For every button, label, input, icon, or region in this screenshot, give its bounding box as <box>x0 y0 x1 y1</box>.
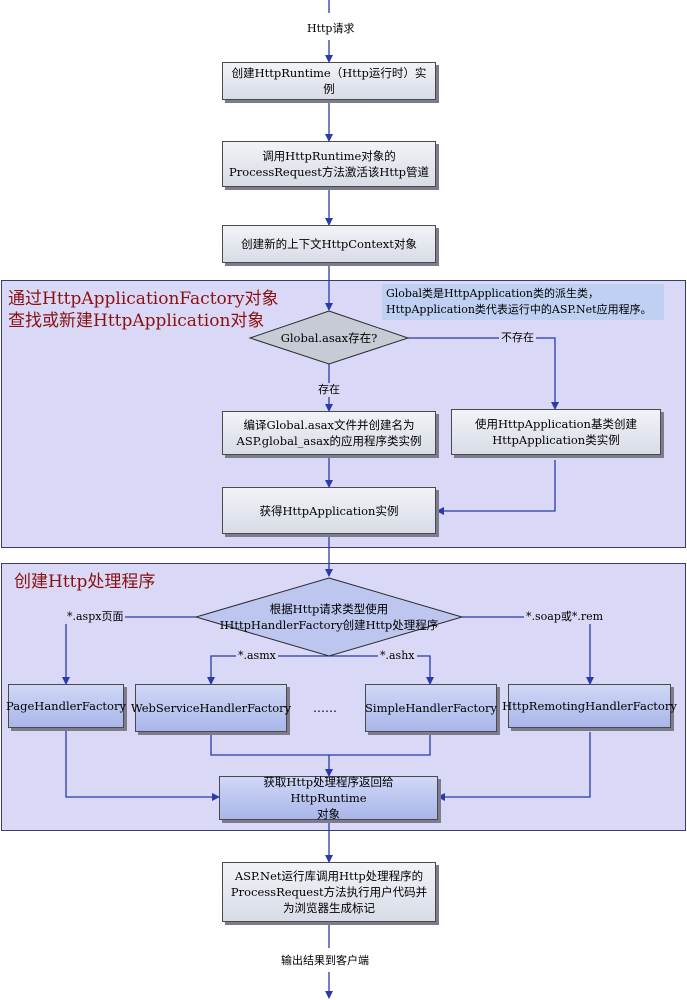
application-section-title: 通过HttpApplicationFactory对象 查找或新建HttpAppl… <box>8 289 279 331</box>
label-no: 不存在 <box>499 331 536 345</box>
arrow-simple-merge <box>329 732 431 756</box>
global-class-note: Global类是HttpApplication类的派生类， HttpApplic… <box>382 284 664 320</box>
return-handler-box: 获取Http处理程序返回给HttpRuntime 对象 <box>219 775 438 821</box>
process-request-box: 调用HttpRuntime对象的 ProcessRequest方法激活该Http… <box>222 141 436 187</box>
create-runtime-box: 创建HttpRuntime（Http运行时）实例 <box>222 62 436 100</box>
output-label: 输出结果到客户端 <box>279 954 371 968</box>
remoting-handler-factory-box: HttpRemotingHandlerFactory <box>502 684 677 728</box>
arrow-remoting-to-return <box>437 732 591 801</box>
decision-global-diamond <box>248 310 410 365</box>
webservice-handler-factory-box: WebServiceHandlerFactory <box>131 684 291 732</box>
label-ashx: *.ashx <box>378 649 417 663</box>
handler-section-title: 创建Http处理程序 <box>14 572 156 592</box>
arrow-page-to-return <box>65 728 220 801</box>
arrow-merge-to-return <box>210 732 333 777</box>
final-process-box: ASP.Net运行库调用Http处理程序的 ProcessRequest方法执行… <box>222 862 436 922</box>
arrow-aspx <box>62 616 196 685</box>
page-handler-factory-box: PageHandlerFactory <box>6 684 126 728</box>
get-application-box: 获得HttpApplication实例 <box>222 487 436 534</box>
arrow-base-to-get <box>436 460 556 515</box>
decision-handler-text: 根据Http请求类型使用 IHttpHandlerFactory创建Http处理… <box>219 602 439 632</box>
factories-ellipsis: …… <box>313 701 337 715</box>
base-class-box: 使用HttpApplication基类创建 HttpApplication类实例 <box>451 409 661 455</box>
arrow-soap <box>462 616 594 685</box>
arrow-no <box>408 337 559 410</box>
simple-handler-factory-box: SimpleHandlerFactory <box>365 684 497 732</box>
label-soap: *.soap或*.rem <box>524 610 606 624</box>
arrow-asmx <box>207 655 329 685</box>
label-yes: 存在 <box>316 383 342 397</box>
decision-global-text: Global.asax存在? <box>280 331 378 345</box>
arrow-ashx <box>329 655 434 685</box>
create-context-box: 创建新的上下文HttpContext对象 <box>222 225 436 263</box>
decision-handler-diamond <box>194 577 464 657</box>
compile-global-box: 编译Global.asax文件并创建名为 ASP.global_asax的应用程… <box>222 411 436 455</box>
label-aspx: *.aspx页面 <box>65 610 126 624</box>
http-request-label: Http请求 <box>305 22 357 36</box>
label-asmx: *.asmx <box>236 649 278 663</box>
